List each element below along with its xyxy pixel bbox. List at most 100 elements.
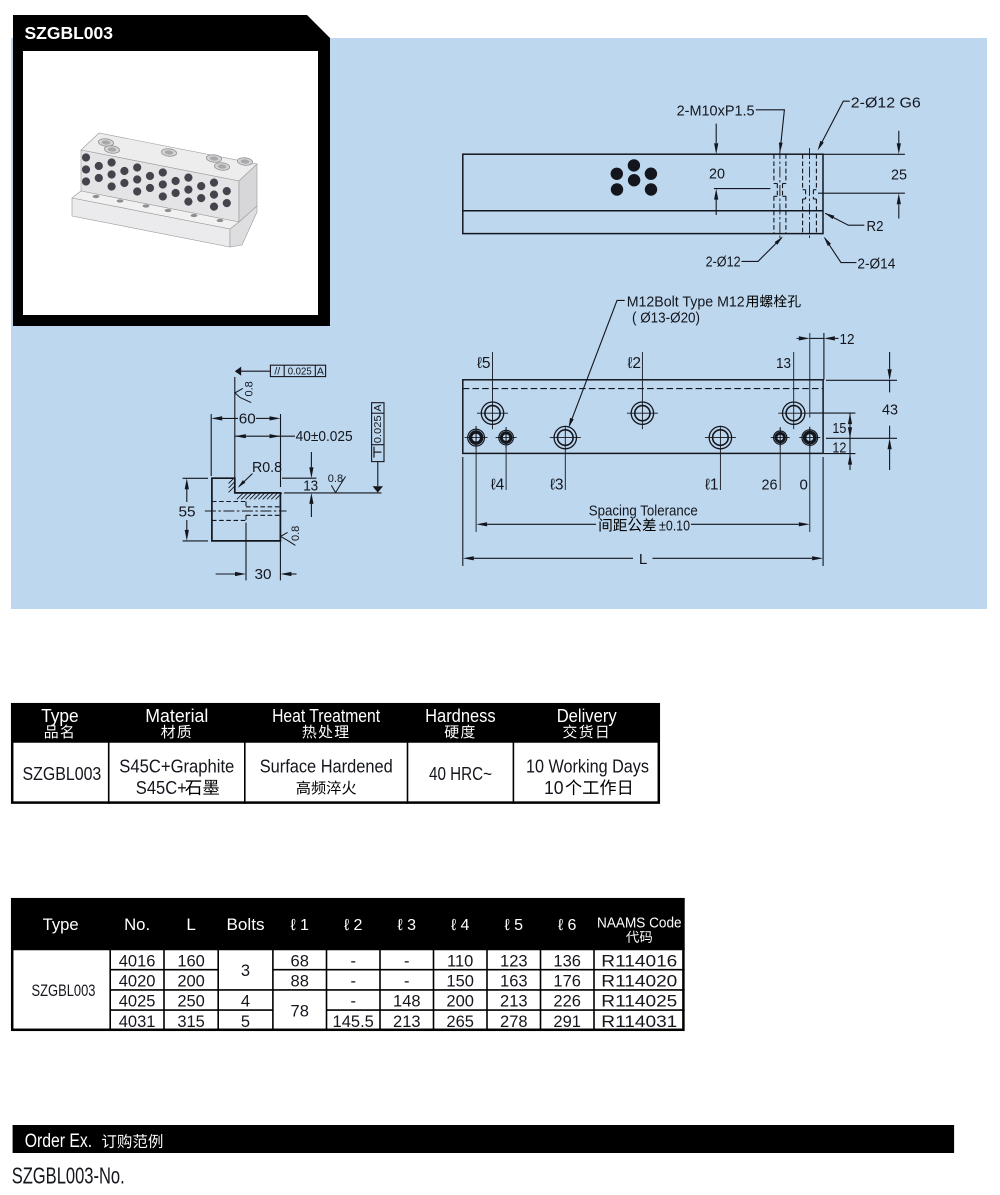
svg-text:0: 0 [799,476,807,493]
svg-text:13: 13 [776,355,791,372]
svg-text:Type: Type [41,706,79,726]
svg-text:ℓ 2: ℓ 2 [344,917,363,934]
svg-text:SZGBL003: SZGBL003 [23,764,102,784]
svg-text:ℓ1: ℓ1 [705,476,719,493]
svg-text:R0.8: R0.8 [252,459,282,476]
svg-text:ℓ3: ℓ3 [550,476,564,493]
svg-text:2-Ø12: 2-Ø12 [706,254,741,271]
svg-text:±0.10: ±0.10 [659,518,690,535]
svg-text:L: L [186,915,195,934]
svg-text:ℓ4: ℓ4 [491,476,505,493]
svg-text:78: 78 [291,1003,309,1021]
svg-text:315: 315 [177,1013,205,1031]
svg-text:12: 12 [840,331,855,348]
svg-text:SZGBL003: SZGBL003 [25,23,114,43]
svg-text:123: 123 [500,952,528,970]
svg-text:25: 25 [891,166,907,183]
svg-text:30: 30 [255,566,272,583]
svg-text:4025: 4025 [119,993,156,1011]
svg-text:Heat Treatment: Heat Treatment [272,706,380,726]
svg-text:-: - [350,993,356,1011]
svg-text:ℓ 5: ℓ 5 [505,917,524,934]
svg-text:ℓ 6: ℓ 6 [558,917,577,934]
svg-text:A: A [317,365,324,377]
svg-text:NAAMS Code: NAAMS Code [597,915,682,931]
svg-text:S45C+Graphite: S45C+Graphite [119,757,234,777]
svg-text:ℓ 4: ℓ 4 [451,917,470,934]
svg-text:40 HRC~: 40 HRC~ [429,764,492,784]
svg-text:0.8: 0.8 [328,473,343,485]
svg-text:-: - [404,973,410,991]
svg-text:160: 160 [177,952,205,970]
svg-text:R114016: R114016 [601,952,677,970]
svg-text:Type: Type [43,915,79,934]
svg-text:4031: 4031 [119,1013,156,1031]
svg-text:ℓ2: ℓ2 [627,355,641,372]
svg-text:5: 5 [241,1013,250,1031]
svg-text:-: - [404,952,410,970]
svg-text:200: 200 [446,993,474,1011]
svg-text:176: 176 [553,973,581,991]
svg-text:3: 3 [241,962,250,980]
svg-text:Order Ex.: Order Ex. [25,1131,93,1152]
svg-text:163: 163 [500,973,528,991]
svg-text:10: 10 [544,778,564,798]
svg-text:( Ø13-Ø20): ( Ø13-Ø20) [632,310,700,327]
svg-text:No.: No. [124,915,150,934]
svg-text:0.8: 0.8 [244,381,256,396]
svg-text:43: 43 [882,401,898,418]
svg-text:200: 200 [177,973,205,991]
svg-text:213: 213 [393,1013,421,1031]
svg-text:S45C+: S45C+ [136,778,187,798]
svg-text:Bolts: Bolts [227,915,265,934]
svg-text:213: 213 [500,993,528,1011]
svg-text:15: 15 [832,420,846,437]
svg-text:M12Bolt Type M12: M12Bolt Type M12 [627,293,745,310]
svg-text:291: 291 [553,1013,581,1031]
svg-text:-: - [350,952,356,970]
svg-text:4016: 4016 [119,952,156,970]
svg-text:60: 60 [239,410,256,427]
svg-text:250: 250 [177,993,205,1011]
svg-text:ℓ 3: ℓ 3 [398,917,417,934]
svg-text:55: 55 [179,504,196,521]
svg-text://: // [274,365,280,377]
svg-text:2-Ø12 G6: 2-Ø12 G6 [851,95,921,112]
svg-text:13: 13 [303,477,318,494]
svg-text:110: 110 [447,952,473,970]
svg-text:265: 265 [446,1013,474,1031]
svg-text:L: L [639,551,647,568]
svg-text:2-M10xP1.5: 2-M10xP1.5 [677,102,755,119]
svg-text:68: 68 [291,952,309,970]
svg-text:88: 88 [291,973,309,991]
svg-text:4020: 4020 [119,973,156,991]
svg-text:40±0.025: 40±0.025 [296,428,353,445]
svg-text:4: 4 [241,993,250,1011]
svg-text:278: 278 [500,1013,528,1031]
svg-text:SZGBL003: SZGBL003 [32,982,96,1000]
svg-text:145.5: 145.5 [333,1013,374,1031]
svg-text:0.8: 0.8 [290,526,302,541]
svg-text:0.025: 0.025 [288,365,312,377]
svg-text:R114025: R114025 [601,993,677,1011]
svg-text:20: 20 [709,166,725,183]
svg-text:Spacing Tolerance: Spacing Tolerance [589,502,698,519]
svg-text:Surface Hardened: Surface Hardened [260,757,393,777]
svg-text:136: 136 [553,952,581,970]
svg-text:150: 150 [446,973,474,991]
svg-text:R114031: R114031 [601,1013,677,1031]
svg-text:Hardness: Hardness [425,706,496,726]
svg-text:0.025: 0.025 [372,415,384,443]
svg-text:10 Working Days: 10 Working Days [526,757,649,777]
svg-text:ℓ5: ℓ5 [477,355,491,372]
svg-text:226: 226 [553,993,581,1011]
svg-text:A: A [372,404,384,411]
svg-text:Material: Material [145,706,208,726]
svg-text:R114020: R114020 [601,973,677,991]
svg-text:148: 148 [393,993,421,1011]
svg-text:12: 12 [832,440,846,457]
svg-text:2-Ø14: 2-Ø14 [857,255,895,272]
svg-text:-: - [350,973,356,991]
svg-text:SZGBL003-No.: SZGBL003-No. [12,1163,125,1189]
svg-text:ℓ 1: ℓ 1 [290,917,309,934]
